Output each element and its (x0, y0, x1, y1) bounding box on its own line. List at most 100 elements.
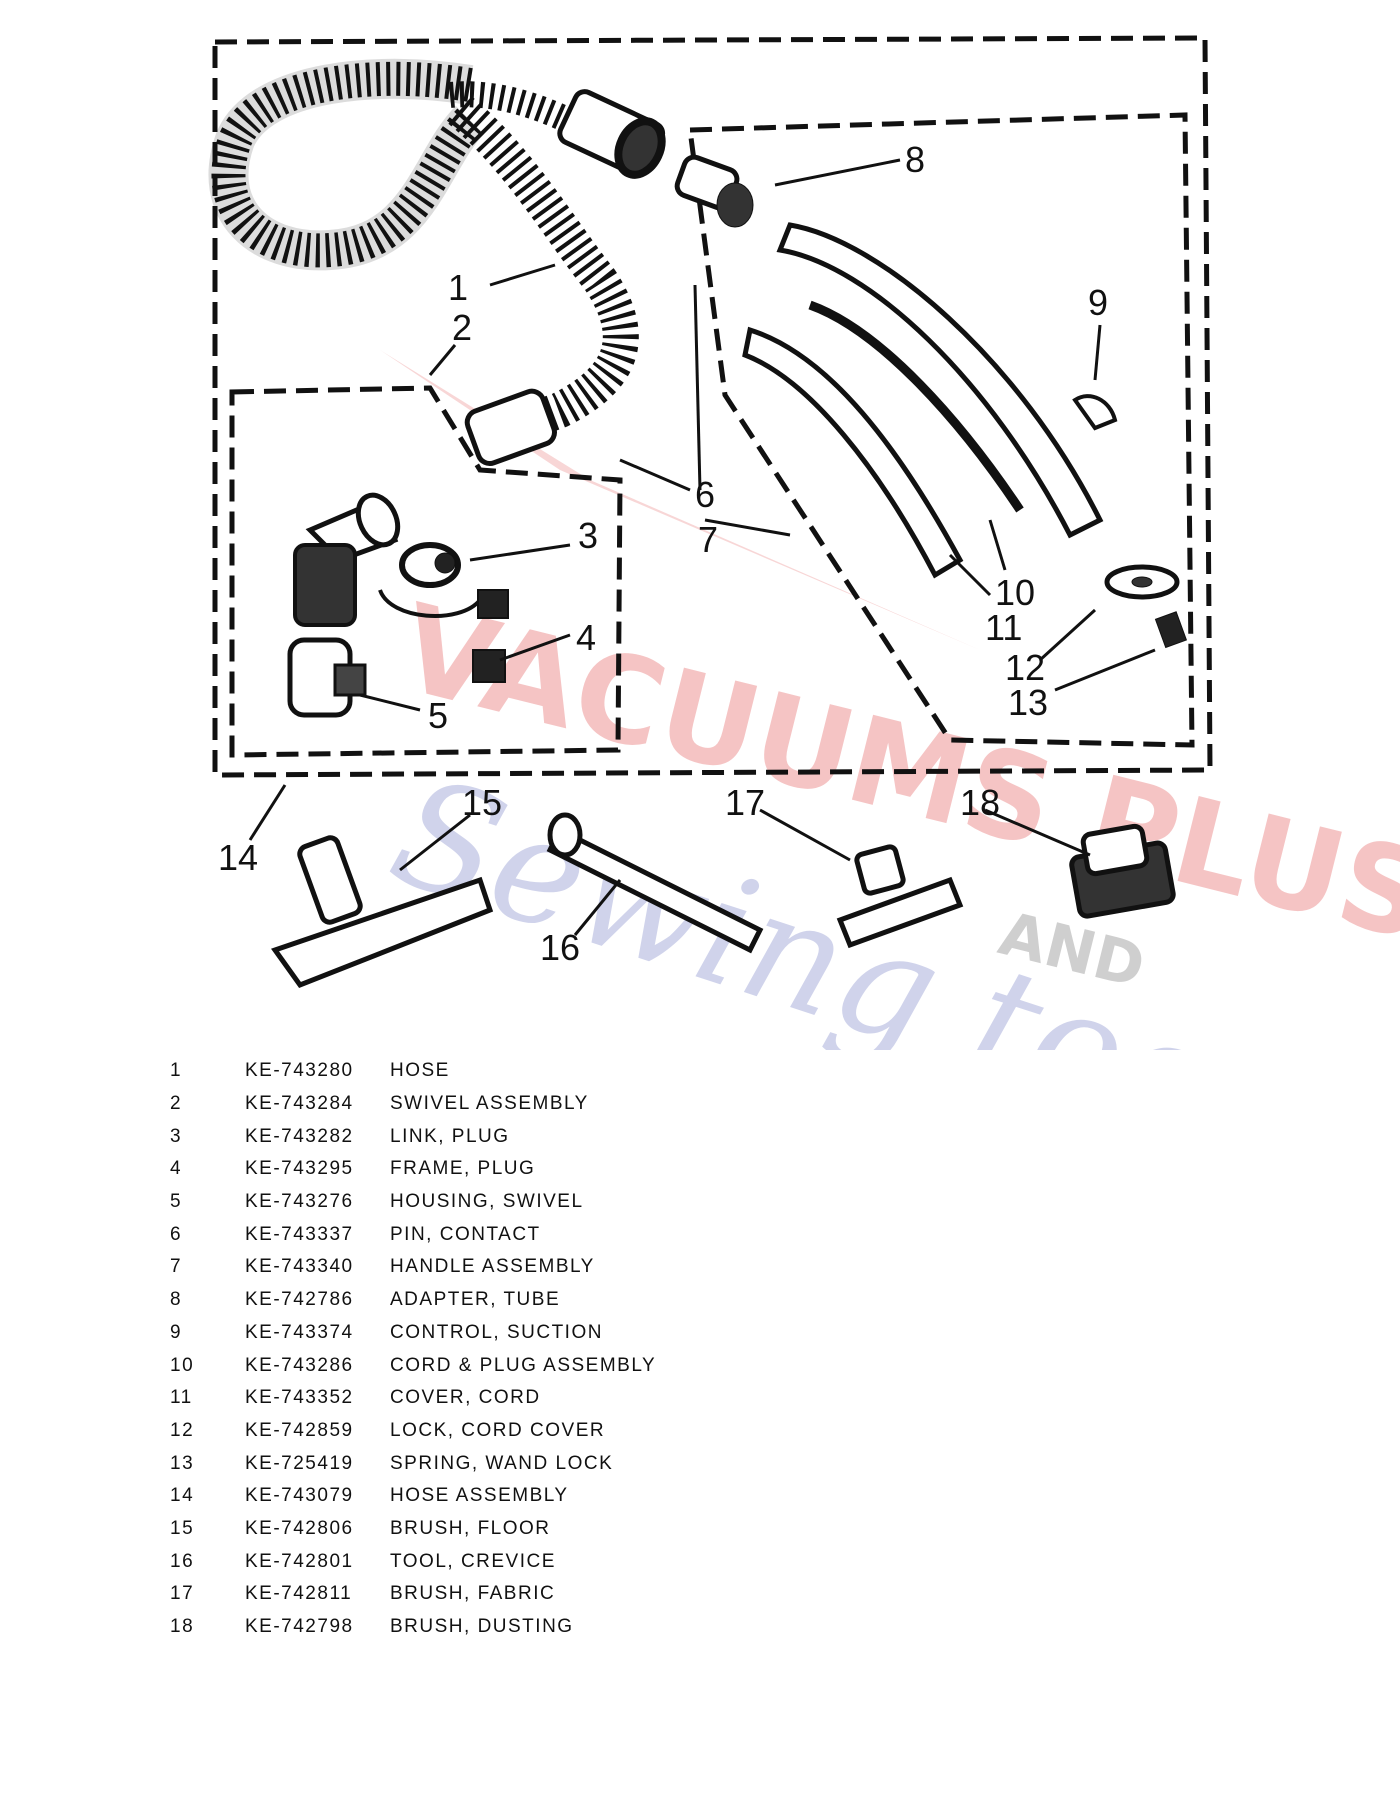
part-number-index: 13 (170, 1452, 195, 1474)
part-description: LOCK, CORD COVER (390, 1419, 606, 1441)
callout-8: 8 (905, 139, 925, 180)
part-number-index: 3 (170, 1125, 183, 1147)
handle-assembly-box (687, 112, 1195, 748)
part-number-index: 15 (170, 1517, 195, 1539)
callout-9: 9 (1088, 282, 1108, 323)
part-code: KE-743079 (245, 1485, 354, 1507)
parts-row: 3 KE-743282 LINK, PLUG (170, 1120, 870, 1153)
part-number-index: 6 (170, 1223, 183, 1245)
callout-7: 7 (698, 519, 718, 560)
part-number-index: 10 (170, 1354, 195, 1376)
part-number-index: 11 (170, 1387, 193, 1409)
parts-row: 18 KE-742798 BRUSH, DUSTING (170, 1611, 870, 1644)
parts-row: 14 KE-743079 HOSE ASSEMBLY (170, 1480, 870, 1513)
parts-diagram: VACUUMS PLUS AND Sewing too (208, 35, 1400, 1050)
callout-18: 18 (960, 782, 1000, 823)
parts-row: 5 KE-743276 HOUSING, SWIVEL (170, 1186, 870, 1219)
parts-row: 1 KE-743280 HOSE (170, 1055, 870, 1088)
part-code: KE-743295 (245, 1158, 354, 1180)
part-description: LINK, PLUG (390, 1125, 510, 1147)
part-description: SPRING, WAND LOCK (390, 1452, 614, 1474)
callout-2: 2 (452, 307, 472, 348)
callout-labels: 1 2 3 4 5 6 7 8 9 10 11 12 13 14 15 16 1… (218, 139, 1108, 968)
callout-10: 10 (995, 572, 1035, 613)
callout-11: 11 (985, 607, 1022, 648)
part-number-index: 12 (170, 1419, 195, 1441)
part-description: HOSE ASSEMBLY (390, 1485, 569, 1507)
callout-15: 15 (462, 782, 502, 823)
parts-row: 8 KE-742786 ADAPTER, TUBE (170, 1284, 870, 1317)
handle-parts-drawing (674, 154, 1188, 649)
part-number-index: 18 (170, 1616, 195, 1638)
part-description: FRAME, PLUG (390, 1158, 536, 1180)
callout-4: 4 (576, 617, 596, 658)
part-number-index: 8 (170, 1289, 183, 1311)
parts-row: 7 KE-743340 HANDLE ASSEMBLY (170, 1251, 870, 1284)
part-number-index: 1 (170, 1060, 183, 1082)
part-number-index: 17 (170, 1583, 195, 1605)
parts-list: 1 KE-743280 HOSE 2 KE-743284 SWIVEL ASSEMBLY 3… (170, 1055, 870, 1643)
part-code: KE-743340 (245, 1256, 354, 1278)
part-description: SWIVEL ASSEMBLY (390, 1093, 589, 1115)
parts-row: 11 KE-743352 COVER, CORD (170, 1382, 870, 1415)
part-description: HOUSING, SWIVEL (390, 1191, 584, 1213)
part-description: BRUSH, FABRIC (390, 1583, 556, 1605)
part-number-index: 16 (170, 1550, 195, 1572)
swivel-parts-drawing (287, 492, 509, 718)
part-description: HOSE (390, 1060, 450, 1082)
part-code: KE-743276 (245, 1191, 354, 1213)
hose-drawing (208, 58, 666, 466)
assembly-boxes (212, 35, 1213, 778)
callout-1: 1 (448, 267, 468, 308)
part-number-index: 2 (170, 1093, 183, 1115)
part-description: TOOL, CREVICE (390, 1550, 556, 1572)
part-code: KE-743282 (245, 1125, 354, 1147)
callout-5: 5 (428, 695, 448, 736)
outer-assembly-box (212, 35, 1213, 778)
part-code: KE-743337 (245, 1223, 354, 1245)
part-code: KE-742801 (245, 1550, 354, 1572)
leader-lines (248, 158, 1156, 936)
part-code: KE-725419 (245, 1452, 354, 1474)
part-number-index: 7 (170, 1256, 183, 1278)
parts-row: 17 KE-742811 BRUSH, FABRIC (170, 1578, 870, 1611)
part-code: KE-742798 (245, 1616, 354, 1638)
part-code: KE-742786 (245, 1289, 354, 1311)
callout-14: 14 (218, 837, 258, 878)
tools-drawing (271, 812, 1176, 989)
callout-17: 17 (725, 782, 765, 823)
part-code: KE-743286 (245, 1354, 354, 1376)
parts-row: 13 KE-725419 SPRING, WAND LOCK (170, 1447, 870, 1480)
parts-row: 10 KE-743286 CORD & PLUG ASSEMBLY (170, 1349, 870, 1382)
callout-16: 16 (540, 927, 580, 968)
part-description: CONTROL, SUCTION (390, 1321, 603, 1343)
part-code: KE-742811 (245, 1583, 353, 1605)
part-number-index: 14 (170, 1485, 195, 1507)
callout-13: 13 (1008, 682, 1048, 723)
callout-6: 6 (695, 474, 715, 515)
part-number-index: 9 (170, 1321, 183, 1343)
exploded-view-svg: VACUUMS PLUS AND Sewing too (208, 35, 1400, 1050)
part-description: BRUSH, DUSTING (390, 1616, 574, 1638)
part-description: ADAPTER, TUBE (390, 1289, 561, 1311)
swivel-assembly-box (229, 385, 623, 758)
part-description: HANDLE ASSEMBLY (390, 1256, 595, 1278)
part-code: KE-743284 (245, 1093, 354, 1115)
callout-12: 12 (1005, 647, 1045, 688)
parts-row: 16 KE-742801 TOOL, CREVICE (170, 1545, 870, 1578)
part-code: KE-742859 (245, 1419, 354, 1441)
part-code: KE-743352 (245, 1387, 354, 1409)
part-description: COVER, CORD (390, 1387, 541, 1409)
parts-row: 6 KE-743337 PIN, CONTACT (170, 1218, 870, 1251)
part-code: KE-743280 (245, 1060, 354, 1082)
part-description: PIN, CONTACT (390, 1223, 541, 1245)
parts-row: 15 KE-742806 BRUSH, FLOOR (170, 1513, 870, 1546)
part-number-index: 5 (170, 1191, 183, 1213)
part-description: BRUSH, FLOOR (390, 1517, 551, 1539)
part-number-index: 4 (170, 1158, 183, 1180)
parts-row: 2 KE-743284 SWIVEL ASSEMBLY (170, 1088, 870, 1121)
callout-3: 3 (578, 515, 598, 556)
part-code: KE-742806 (245, 1517, 354, 1539)
parts-row: 12 KE-742859 LOCK, CORD COVER (170, 1415, 870, 1448)
part-description: CORD & PLUG ASSEMBLY (390, 1354, 657, 1376)
